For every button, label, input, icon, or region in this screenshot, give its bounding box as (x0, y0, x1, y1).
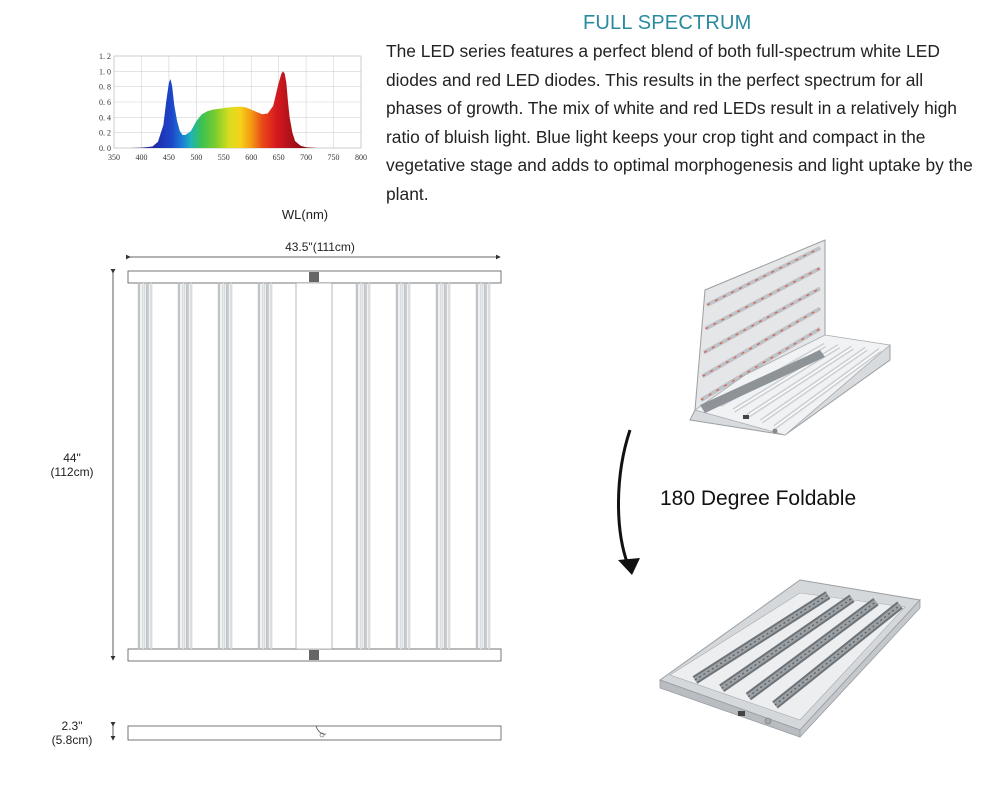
open-back-led-bar (704, 266, 821, 331)
bottom-hinge (309, 650, 319, 660)
spectrum-area (130, 71, 318, 148)
led-bar (435, 282, 451, 650)
open-bottom-led-bar (773, 347, 882, 430)
x-tick-label: 700 (300, 153, 312, 162)
open-back-led-bar (701, 306, 821, 378)
x-tick-label: 800 (355, 153, 367, 162)
y-tick-label: 0. 2 (99, 129, 111, 138)
height-centimeters: (112cm) (50, 465, 94, 479)
y-tick-label: 0. 4 (99, 113, 111, 122)
led-bar (217, 282, 233, 650)
y-tick-label: 0. 8 (99, 83, 111, 92)
closed-led-bar (745, 598, 879, 701)
closed-led-bar (772, 601, 903, 709)
fixture-open-illustration (689, 239, 891, 436)
led-bar (355, 282, 371, 650)
y-tick-label: 1. 0 (99, 67, 111, 76)
side-hinge (315, 725, 327, 735)
x-tick-label: 650 (273, 153, 285, 162)
led-bar (257, 282, 273, 650)
foldable-label: 180 Degree Foldable (660, 487, 857, 510)
y-tick-label: 1. 2 (99, 52, 111, 61)
x-tick-label: 500 (190, 153, 202, 162)
y-tick-label: 0. 6 (99, 98, 111, 107)
led-bars (137, 282, 491, 650)
open-back-led-bar (699, 327, 822, 402)
spectrum-chart: 350 400 450 500 550 600 650 700 750 800 0. 0 0. 2 0… (92, 50, 367, 175)
open-back-led-bar (703, 286, 821, 355)
x-tick-label: 400 (135, 153, 147, 162)
x-tick-label: 350 (108, 153, 120, 162)
x-tick-label: 600 (245, 153, 257, 162)
open-bottom-led-bar (746, 345, 854, 419)
open-bottom-led-bar (759, 346, 868, 424)
x-axis-label: WL(nm) (281, 207, 329, 222)
open-back-led-bar (706, 246, 821, 307)
section-title: FULL SPECTRUM (583, 12, 752, 34)
side-profile (127, 725, 502, 741)
fixture-dimension-drawing (110, 254, 502, 741)
height-dimension-label: 44" (112cm) (44, 451, 100, 479)
height-inches: 44" (63, 451, 81, 465)
width-dimension-label: 43.5"(111cm) (285, 240, 355, 254)
led-bar (137, 282, 153, 650)
thickness-dimension-label: 2.3" (5.8cm) (44, 719, 100, 747)
top-hinge (309, 272, 319, 282)
closed-led-bar (692, 591, 831, 684)
thickness-inches: 2.3" (61, 719, 83, 733)
x-tick-label: 750 (328, 153, 340, 162)
thickness-centimeters: (5.8cm) (51, 733, 93, 747)
led-bar (395, 282, 411, 650)
center-panel (295, 282, 333, 650)
fold-direction-arrow-icon (617, 429, 640, 575)
spectrum-chart-svg: 350 400 450 500 550 600 650 700 750 800 0. 0 0. 2 0… (99, 52, 367, 162)
y-tick-label: 0. 0 (99, 144, 111, 153)
fixture-flat-illustration (658, 579, 921, 739)
led-bar (475, 282, 491, 650)
x-tick-label: 450 (163, 153, 175, 162)
x-tick-label: 550 (218, 153, 230, 162)
led-bar (177, 282, 193, 650)
description-text: The LED series features a perfect blend … (386, 41, 973, 204)
closed-led-bar (719, 594, 855, 693)
